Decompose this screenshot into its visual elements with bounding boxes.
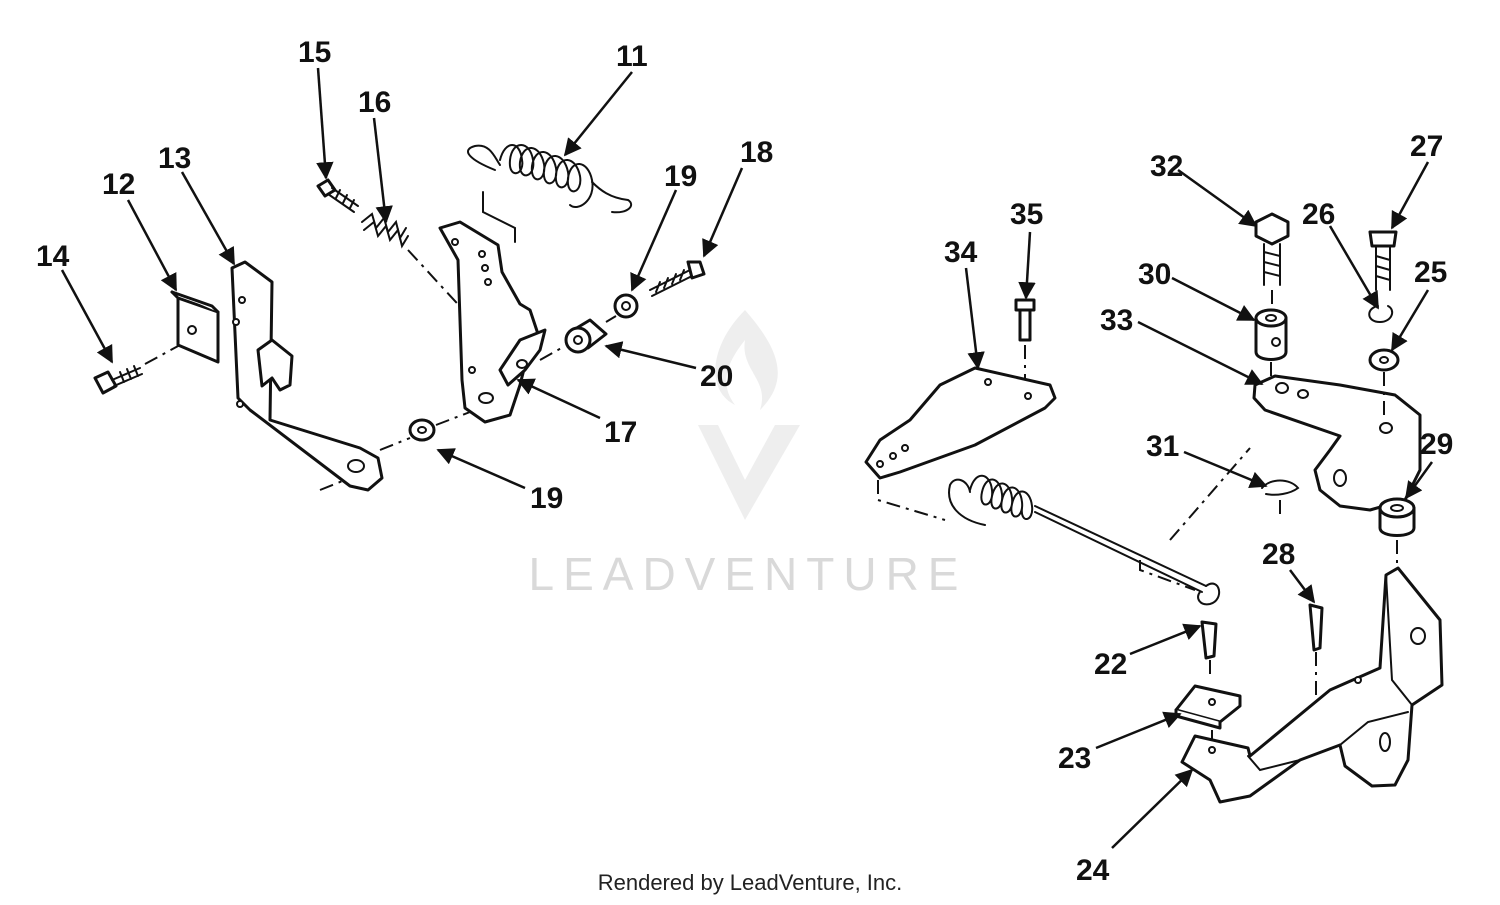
part-27-bolt	[1368, 230, 1398, 291]
credit-line: Rendered by LeadVenture, Inc.	[597, 870, 903, 895]
callout-26: 26	[1302, 198, 1335, 231]
part-14-bolt	[93, 365, 143, 395]
callout-23: 23	[1058, 742, 1091, 775]
part-20-spacer	[564, 318, 608, 354]
part-22-pin	[1200, 620, 1218, 660]
watermark-logo	[698, 310, 800, 520]
callout-20: 20	[700, 360, 733, 393]
part-16-spring	[361, 212, 409, 249]
callout-leaders	[60, 67, 1434, 849]
part-23-bracket	[1174, 684, 1242, 730]
callout-31: 31	[1146, 430, 1179, 463]
part-32-bolt	[1254, 212, 1290, 286]
part-28-pin	[1308, 603, 1324, 652]
part-33-arm	[1252, 374, 1422, 512]
callout-16: 16	[358, 86, 391, 119]
part-25-washer	[1368, 348, 1400, 372]
part-19-washer-upper	[613, 293, 639, 319]
callout-33: 33	[1100, 304, 1133, 337]
callout-27: 27	[1410, 130, 1443, 163]
watermark-text: LEADVENTURE	[529, 548, 968, 600]
callout-17: 17	[604, 416, 637, 449]
callout-30: 30	[1138, 258, 1171, 291]
part-26-clip	[1368, 305, 1394, 324]
callout-22: 22	[1094, 648, 1127, 681]
part-24-base	[1180, 566, 1444, 804]
callout-35: 35	[1010, 198, 1043, 231]
part-11-spring	[467, 144, 633, 214]
callout-19-lower: 19	[530, 482, 563, 515]
callout-34: 34	[944, 236, 978, 269]
part-35-pin	[1014, 298, 1036, 342]
callout-18: 18	[740, 136, 773, 169]
callout-13: 13	[158, 142, 191, 175]
part-18-bolt	[649, 260, 706, 297]
callout-25: 25	[1414, 256, 1447, 289]
callout-32: 32	[1150, 150, 1183, 183]
part-13-lever	[230, 260, 384, 492]
part-12-bracket	[170, 290, 220, 364]
part-29-bushing	[1378, 497, 1416, 537]
callout-24: 24	[1076, 854, 1110, 887]
callout-19-upper: 19	[664, 160, 697, 193]
part-34-lever	[864, 366, 1057, 480]
part-31-clip	[1261, 479, 1300, 496]
part-long-spring-rod	[948, 474, 1221, 606]
part-19-washer-lower	[408, 418, 436, 442]
callout-15: 15	[298, 36, 331, 69]
callout-28: 28	[1262, 538, 1295, 571]
callout-14: 14	[36, 240, 70, 273]
callout-12: 12	[102, 168, 135, 201]
callout-11: 11	[616, 40, 648, 73]
part-17-plate	[438, 220, 547, 424]
part-15-screw	[316, 178, 359, 213]
callout-29: 29	[1420, 428, 1453, 461]
part-30-ferrule	[1254, 308, 1288, 361]
